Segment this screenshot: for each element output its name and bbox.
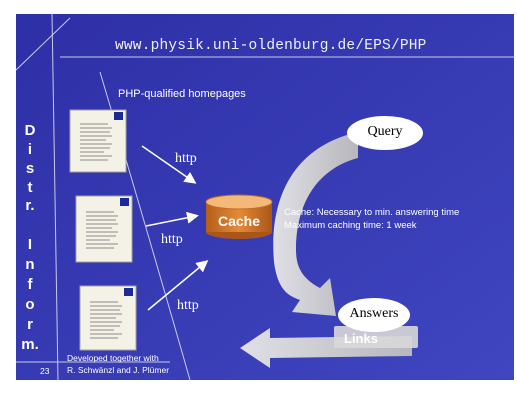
document-1 xyxy=(69,109,127,173)
document-3 xyxy=(79,285,137,351)
sidebar-letter: r xyxy=(27,316,33,333)
http-label-2: http xyxy=(161,232,183,247)
arrow-doc3-to-cache xyxy=(147,260,209,311)
credit-line1: Developed together with xyxy=(67,353,159,363)
http-label-1: http xyxy=(175,151,197,166)
cache-note-line1: Cache: Necessary to min. answering time xyxy=(284,207,460,218)
sidebar-letter: t xyxy=(27,179,33,196)
page-number: 23 xyxy=(40,366,50,376)
cache-cylinder xyxy=(205,194,273,239)
sidebar-letter: n xyxy=(25,256,35,273)
query-label: Query xyxy=(367,124,403,139)
query-bubble xyxy=(347,116,423,150)
credit-line2: R. Schwänzl and J. Plümer xyxy=(67,365,170,375)
answers-label: Answers xyxy=(349,306,399,321)
sidebar-letter: s xyxy=(25,160,35,177)
sidebar-letter: r. xyxy=(25,197,35,214)
sidebar-letter: f xyxy=(27,276,33,293)
sidebar-letter: i xyxy=(27,141,33,158)
flow-arrow-query-to-answers xyxy=(273,132,358,316)
decor-line-1 xyxy=(15,17,71,71)
sidebar-letter: m. xyxy=(21,336,39,353)
sidebar-letter: o xyxy=(25,296,35,313)
arrow-doc2-to-cache xyxy=(145,211,199,227)
sidebar-letter: D xyxy=(24,122,36,139)
answers-bubble xyxy=(338,298,410,332)
http-label-3: http xyxy=(177,298,199,313)
links-label: Links xyxy=(344,331,378,346)
links-bar xyxy=(334,326,418,348)
slide-url: www.physik.uni-oldenburg.de/EPS/PHP xyxy=(115,38,427,54)
cache-note-line2: Maximum caching time: 1 week xyxy=(284,220,417,231)
sidebar-letter: I xyxy=(27,236,33,253)
slide-subtitle: PHP-qualified homepages xyxy=(118,88,246,100)
cache-label: Cache xyxy=(217,213,261,229)
arrow-doc1-to-cache xyxy=(141,145,197,184)
decor-line-2 xyxy=(51,13,59,381)
document-2 xyxy=(75,195,133,263)
